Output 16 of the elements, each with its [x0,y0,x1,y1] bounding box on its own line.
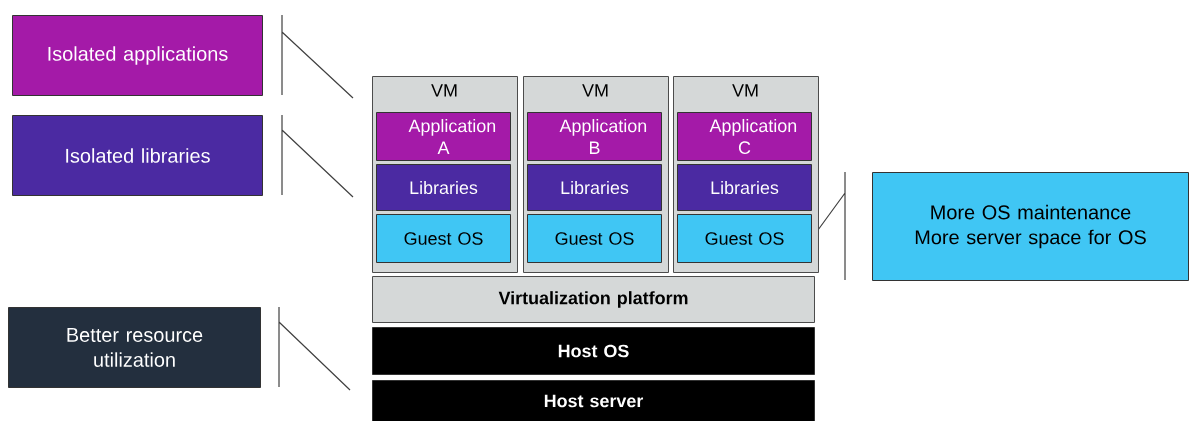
guest-os-box: Guest OS [527,214,662,263]
callout-box: Isolated libraries [12,115,263,196]
guest-os-box: Guest OS [677,214,812,263]
callout-box: Isolated applications [12,15,263,96]
callout-box: Better resource utilization [8,307,261,388]
libraries-box: Libraries [527,164,662,211]
application-box: Application C [677,112,812,161]
layer-box: Host server [372,380,815,421]
libraries-box: Libraries [376,164,511,211]
guest-os-box: Guest OS [376,214,511,263]
callout-box: More OS maintenance More server space for OS [872,172,1189,281]
application-box: Application A [376,112,511,161]
application-box: Application B [527,112,662,161]
layer-box: Virtualization platform [372,276,815,323]
layer-box: Host OS [372,327,815,375]
libraries-box: Libraries [677,164,812,211]
